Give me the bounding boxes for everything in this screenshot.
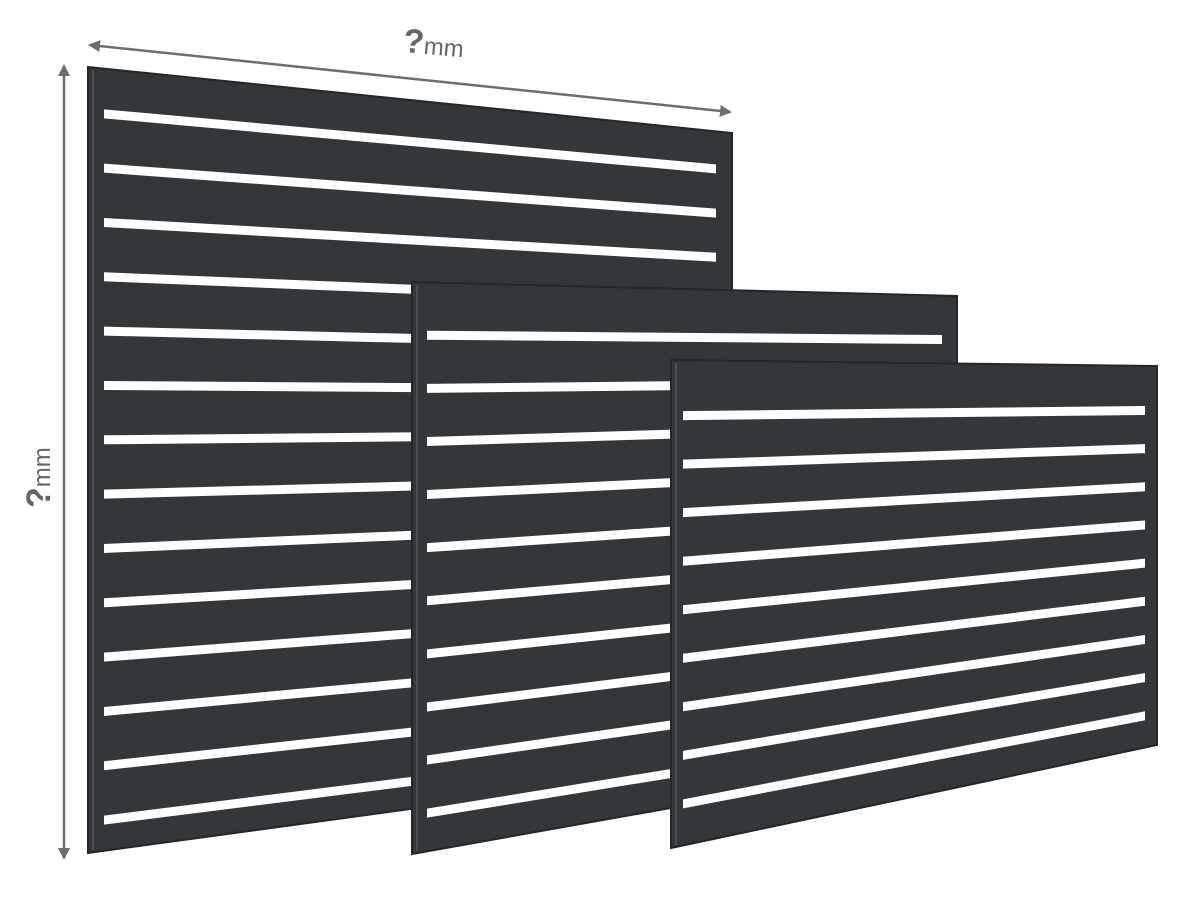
width-dimension-label: ?mm: [402, 22, 465, 64]
panel-slot: [683, 634, 1145, 712]
panel-slot: [683, 711, 1145, 809]
panel-slot: [683, 596, 1145, 663]
width-dimension-arrow: [88, 40, 732, 117]
panel-slot: [104, 163, 716, 218]
panel-slot: [683, 482, 1145, 518]
height-unit: mm: [29, 447, 56, 488]
panel-slot: [683, 673, 1145, 760]
height-value: ?: [20, 487, 58, 508]
panel-slot: [104, 109, 716, 174]
panel-slot: [683, 444, 1145, 469]
panel-slot: [683, 558, 1145, 615]
panel-slot: [104, 217, 716, 262]
fence-panel-small: [670, 358, 1158, 850]
width-unit: mm: [422, 32, 465, 64]
panel-slot: [427, 330, 942, 345]
panel-slot: [683, 405, 1145, 421]
panel-body: [670, 358, 1158, 850]
height-dimension-label: ?mm: [20, 447, 58, 508]
panel-slot: [683, 520, 1145, 566]
